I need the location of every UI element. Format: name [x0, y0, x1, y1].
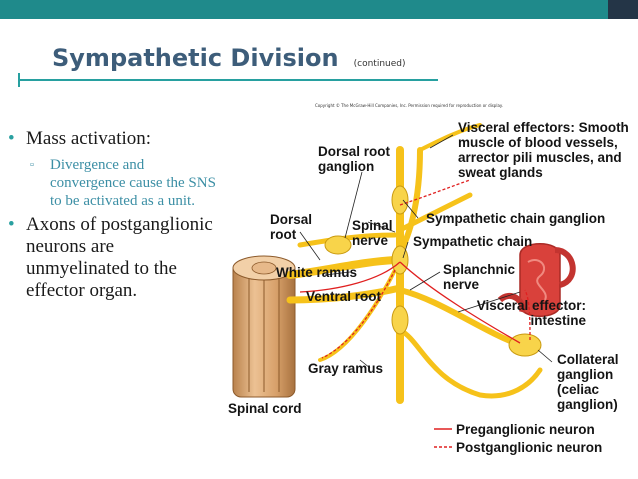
sub-bullet-text: Divergence and convergence cause the SNS… [50, 157, 216, 209]
label-spinal-nerve: Spinal nerve [352, 218, 393, 248]
title-underline [18, 73, 438, 87]
sub-bullet-item: ▫ Divergence and convergence cause the S… [8, 156, 216, 210]
top-accent-bar-dark-segment [608, 0, 638, 19]
label-sympathetic-chain: Sympathetic chain [413, 234, 533, 249]
dorsal-root-ganglion-shape [324, 235, 352, 255]
neuron-traces [299, 179, 531, 359]
bullet-text: Axons of postganglionic neurons are unmy… [26, 214, 213, 301]
label-dorsal-root-ganglion: Dorsal root ganglion [318, 144, 391, 174]
label-ventral-root: Ventral root [306, 289, 382, 304]
figure-copyright: Copyright © The McGraw-Hill Companies, I… [315, 103, 503, 108]
slide-title-block: Sympathetic Division (continued) [52, 44, 406, 72]
label-collateral-ganglion: Collateral ganglion (celiac ganglion) [557, 352, 619, 412]
label-visceral-effector-intestine: Visceral effector: intestine [476, 298, 586, 328]
bullet-dot-icon: • [8, 128, 15, 149]
label-sympathetic-chain-ganglion: Sympathetic chain ganglion [426, 211, 606, 226]
label-white-ramus: White ramus [276, 265, 358, 280]
ganglia [324, 185, 542, 357]
bullet-item: • Axons of postganglionic neurons are un… [8, 214, 216, 302]
legend-preganglionic-neuron: Preganglionic neuron [456, 422, 595, 437]
label-gray-ramus: Gray ramus [308, 361, 384, 376]
bullet-dot-icon: • [8, 214, 15, 235]
bullet-text: Mass activation: [26, 128, 152, 149]
bullet-list: • Mass activation: ▫ Divergence and conv… [8, 128, 216, 302]
square-bullet-icon: ▫ [30, 159, 34, 171]
intestine-illustration [497, 243, 576, 317]
bullet-item: • Mass activation: [8, 128, 216, 150]
label-splanchnic-nerve: Splanchnic nerve [443, 262, 516, 292]
label-dorsal-root: Dorsal root [270, 212, 313, 242]
label-spinal-cord: Spinal cord [228, 401, 302, 416]
leader-lines [299, 134, 553, 369]
label-visceral-effectors: Visceral effectors: Smooth muscle of blo… [458, 120, 629, 180]
title-underline-tick [18, 73, 20, 87]
slide-title-note: (continued) [353, 59, 406, 69]
figure-legend [434, 428, 452, 448]
sympathetic-pathway-diagram [232, 123, 576, 448]
spinal-cord-illustration [232, 255, 296, 398]
top-accent-bar [0, 0, 638, 19]
slide-title: Sympathetic Division [52, 44, 339, 72]
legend-postganglionic-neuron: Postganglionic neuron [456, 440, 603, 455]
collateral-ganglion-shape [508, 333, 542, 357]
